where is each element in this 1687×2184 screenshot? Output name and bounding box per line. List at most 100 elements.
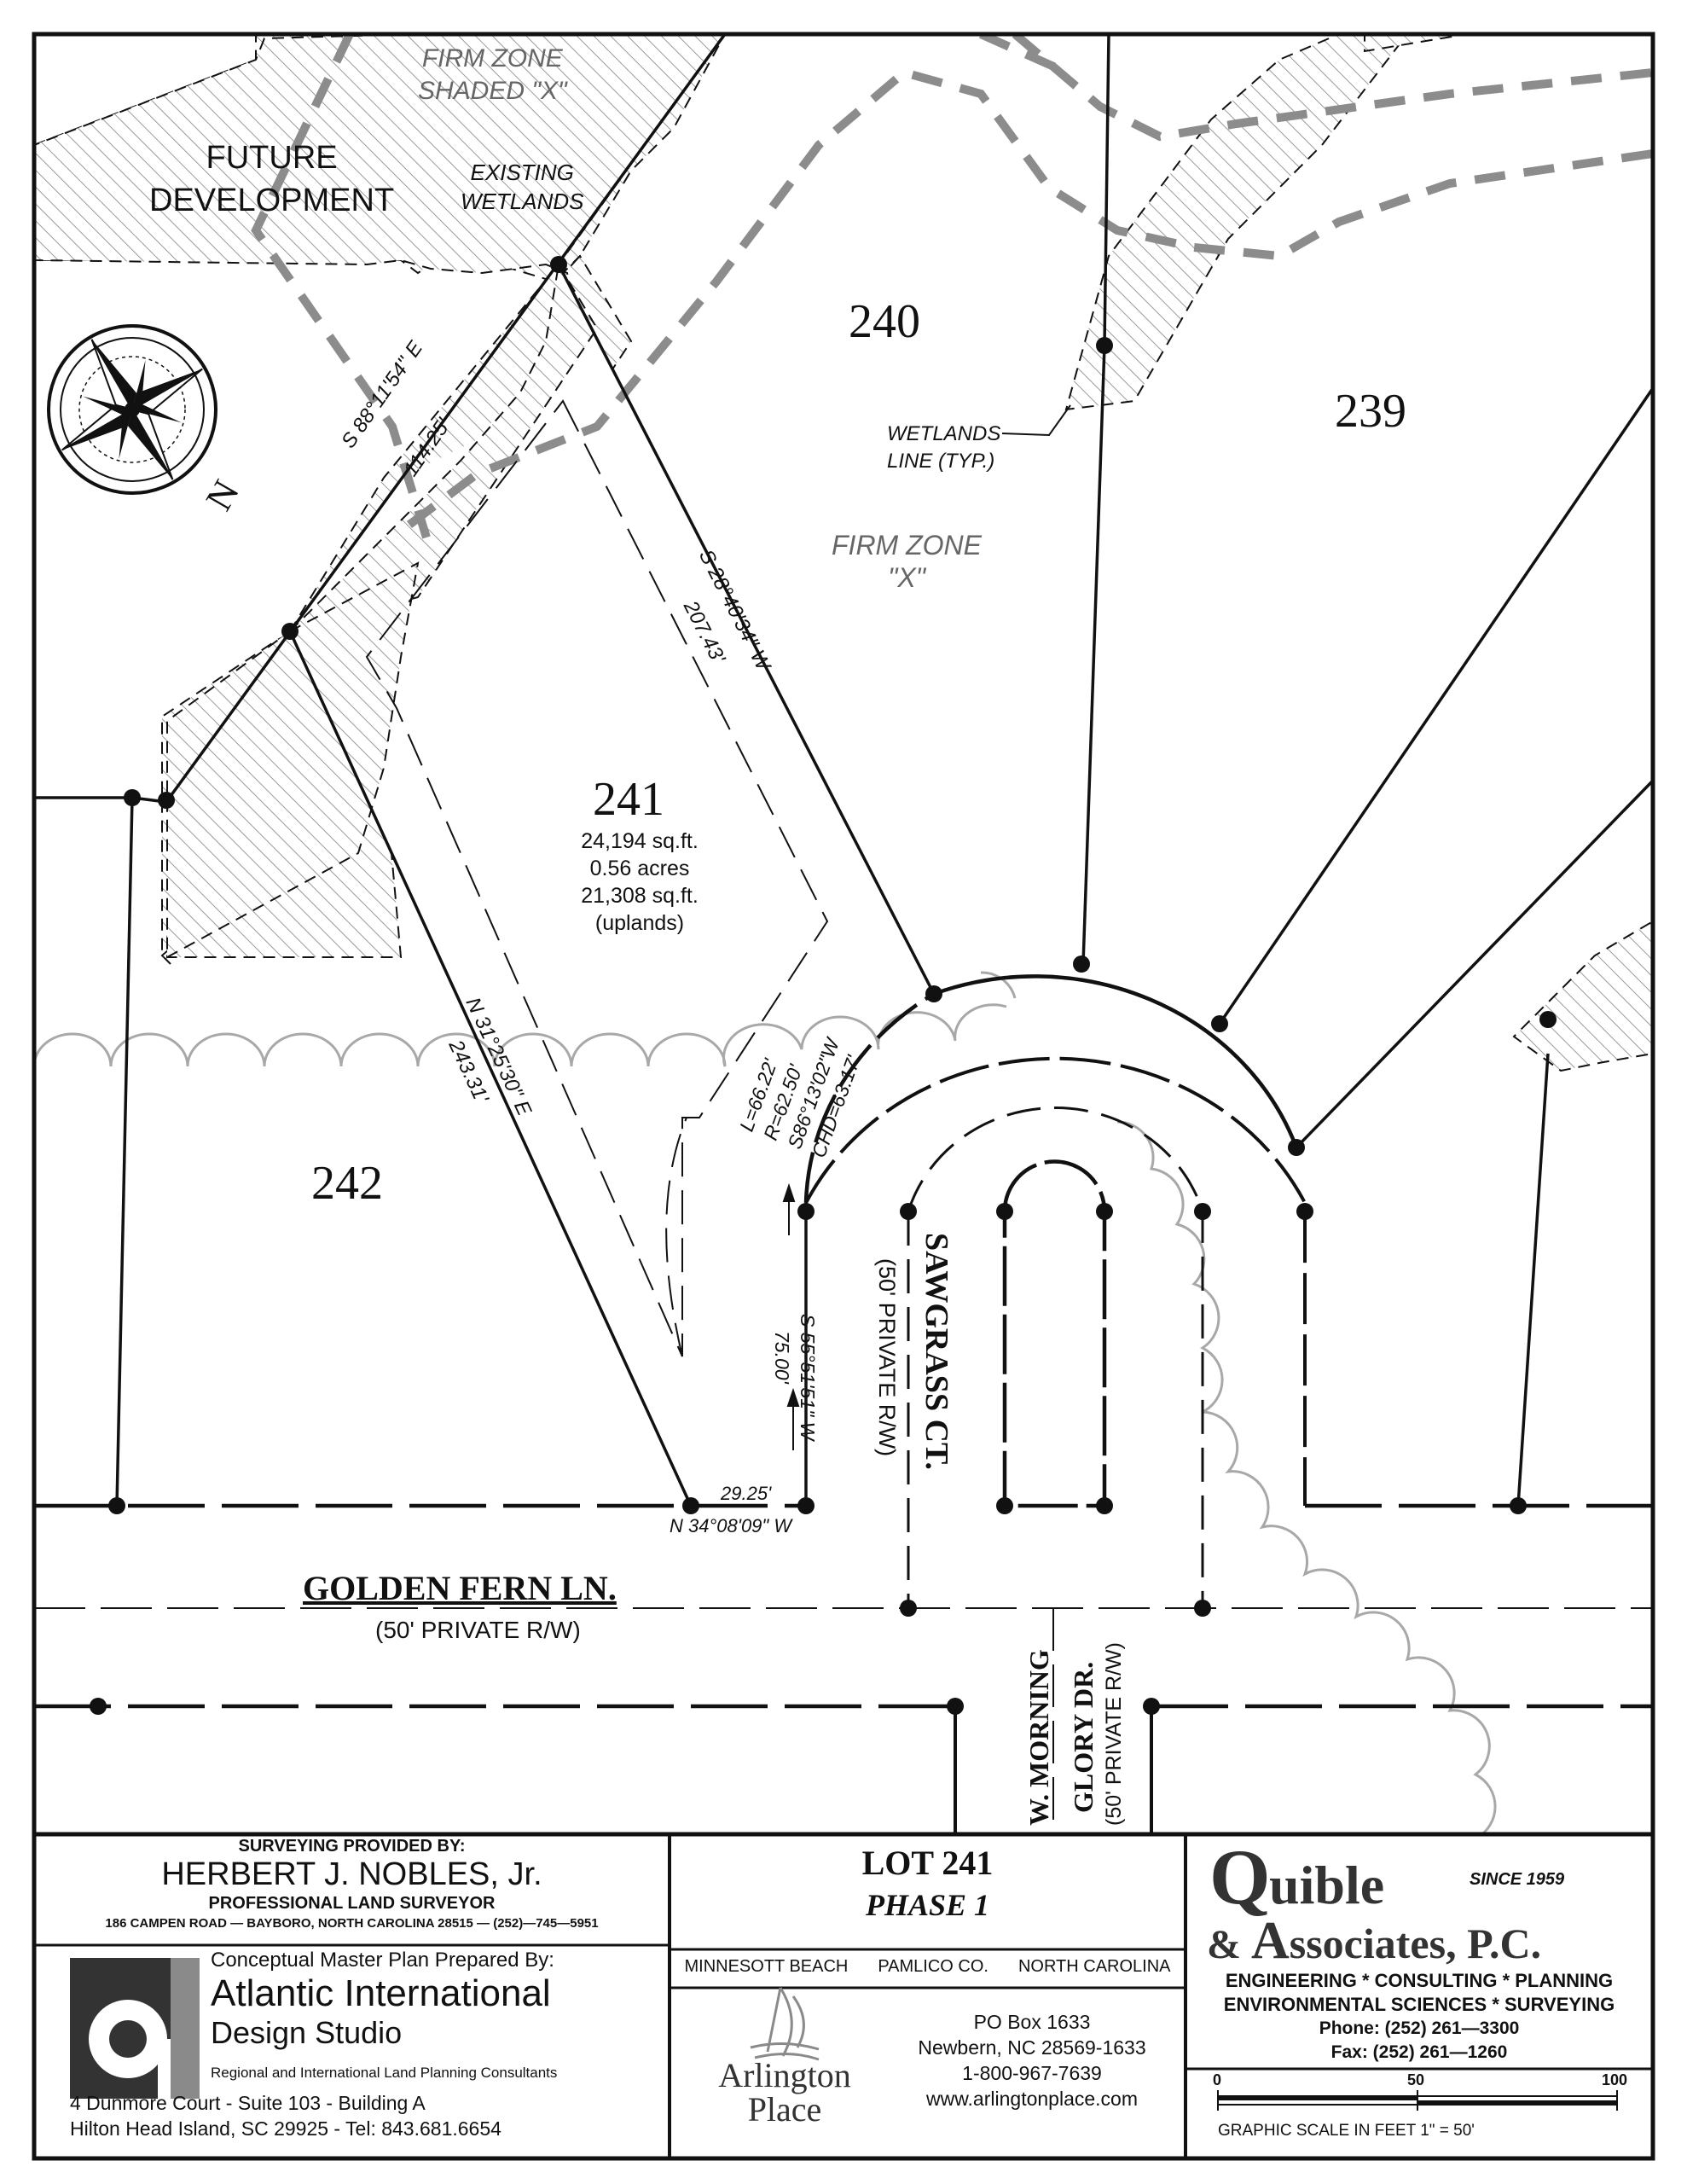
quible-since: SINCE 1959 xyxy=(1470,1870,1565,1889)
label-line: DEVELOPMENT xyxy=(149,183,395,218)
designer-name-1: Atlantic International xyxy=(211,1972,551,2014)
label-line: "X" xyxy=(887,562,926,593)
quible-services-2: ENVIRONMENTAL SCIENCES * SURVEYING xyxy=(1223,1994,1615,2015)
designer-address-1: 4 Dunmore Court - Suite 103 - Building A xyxy=(70,2092,426,2114)
morning-glory-row-lines xyxy=(954,1706,1153,1834)
area-line: (uplands) xyxy=(594,911,685,935)
distance-75: 75.00' xyxy=(771,1331,793,1384)
quible-fax: Fax: (252) 261—1260 xyxy=(1330,2042,1508,2062)
scale-caption: GRAPHIC SCALE IN FEET 1" = 50' xyxy=(1218,2122,1475,2140)
surveyor-title: PROFESSIONAL LAND SURVEYOR xyxy=(208,1894,496,1913)
label-wetlands-line: WETLANDS LINE (TYP.) xyxy=(887,421,1000,475)
street-morning-glory-1: W. MORNING xyxy=(1023,1649,1054,1826)
lot-lines xyxy=(34,34,1653,1507)
area-line: 0.56 acres xyxy=(589,857,690,880)
location-county: PAMLICO CO. xyxy=(878,1957,988,1976)
label-firm-zone-shaded: FIRM ZONE SHADED "X" xyxy=(418,43,567,107)
label-firm-zone-x: FIRM ZONE "X" xyxy=(832,529,982,594)
arlington-address-line: www.arlingtonplace.com xyxy=(925,2088,1138,2110)
lot-239-east-boundary xyxy=(1475,290,1653,981)
designer-name-2: Design Studio xyxy=(211,2015,403,2050)
street-morning-glory-2: GLORY DR. xyxy=(1068,1661,1099,1813)
building-setback-line xyxy=(365,399,829,1357)
arlington-address-line: PO Box 1633 xyxy=(973,2011,1091,2033)
label-line: WETLANDS xyxy=(887,422,1001,445)
label-line: FIRM ZONE xyxy=(832,530,982,561)
surveyor-name: HERBERT J. NOBLES, Jr. xyxy=(161,1856,542,1892)
label-line: EXISTING xyxy=(470,160,574,185)
lot-241-number: 241 xyxy=(593,773,664,826)
distance-29: 29.25' xyxy=(721,1483,772,1504)
cul-de-sac-row-arc xyxy=(933,974,1299,1148)
label-line: FIRM ZONE xyxy=(421,44,563,73)
arlington-logo: Arlington Place xyxy=(678,2059,891,2127)
location-state: NORTH CAROLINA xyxy=(1017,1957,1171,1976)
lot-location: MINNESOTT BEACH PAMLICO CO. NORTH CAROLI… xyxy=(670,1957,1186,1977)
street-golden-fern: GOLDEN FERN LN. xyxy=(303,1569,617,1607)
quible-services: ENGINEERING * CONSULTING * PLANNING ENVI… xyxy=(1186,1969,1653,2065)
graphic-scale-bar xyxy=(1217,2090,1618,2111)
wetlands-leader xyxy=(1001,404,1071,437)
golden-fern-row-lines xyxy=(34,1503,1653,1709)
designer-address-2: Hilton Head Island, SC 29925 - Tel: 843.… xyxy=(70,2117,501,2140)
lot-241-area xyxy=(290,264,934,1502)
scale-tick-100: 100 xyxy=(1602,2071,1628,2088)
quible-services-1: ENGINEERING * CONSULTING * PLANNING xyxy=(1225,1970,1614,1991)
lot-label: LOT 241 xyxy=(861,1844,994,1882)
building-setback-curve xyxy=(665,1117,687,1357)
area-line: 24,194 sq.ft. xyxy=(581,829,699,853)
lot-title: LOT 241 PHASE 1 xyxy=(670,1843,1186,1926)
surveyor-address: 186 CAMPEN ROAD — BAYBORO, NORTH CAROLIN… xyxy=(105,1916,599,1931)
street-morning-glory-row: (50' PRIVATE R/W) xyxy=(1102,1642,1126,1826)
property-corners xyxy=(90,256,1557,1715)
lot-240-number: 240 xyxy=(849,295,920,348)
arlington-address-line: 1-800-967-7639 xyxy=(962,2062,1102,2084)
surveyor-provided-by: SURVEYING PROVIDED BY: xyxy=(238,1837,466,1856)
label-existing-wetlands: EXISTING WETLANDS xyxy=(461,158,583,216)
label-future-development: FUTURE DEVELOPMENT xyxy=(149,136,394,222)
arlington-address: PO Box 1633 Newbern, NC 28569-1633 1-800… xyxy=(887,2009,1177,2111)
north-arrow-compass xyxy=(47,324,217,495)
quible-assoc-a: A xyxy=(1250,1912,1290,1970)
quible-amp: & xyxy=(1207,1922,1251,1967)
flood-scallop-line-east xyxy=(1116,1120,1497,1834)
lot-242-number: 242 xyxy=(311,1157,383,1210)
firm-zone-boundaries xyxy=(251,34,1653,539)
lot-241-area: 24,194 sq.ft. 0.56 acres 21,308 sq.ft. (… xyxy=(546,828,733,937)
label-line: SHADED "X" xyxy=(418,77,567,105)
arlington-logo-1: Arlington xyxy=(718,2056,851,2094)
sawgrass-pavement-edge xyxy=(907,1107,1204,1608)
street-sawgrass: SAWGRASS CT. xyxy=(919,1233,954,1471)
designer-block: Conceptual Master Plan Prepared By: Atla… xyxy=(34,1947,670,2158)
arlington-sail-mark xyxy=(750,1987,820,2061)
label-line: FUTURE xyxy=(206,140,338,176)
quible-logo: Q uible SINCE 1959 xyxy=(1209,1834,1653,1920)
sawgrass-island xyxy=(1002,1159,1107,1508)
quible-q: Q xyxy=(1209,1833,1271,1920)
designer-prepared-by: Conceptual Master Plan Prepared By: xyxy=(211,1949,554,1972)
scale-tick-0: 0 xyxy=(1213,2071,1222,2088)
atlantic-logo-mark xyxy=(70,1958,200,2099)
area-line: 21,308 sq.ft. xyxy=(581,884,699,908)
designer-tagline: Regional and International Land Planning… xyxy=(211,2065,558,2081)
cul-de-sac-row-west xyxy=(803,992,936,1204)
arlington-logo-2: Place xyxy=(747,2090,822,2129)
street-sawgrass-row: (50' PRIVATE R/W) xyxy=(874,1258,900,1457)
scale-tick-50: 50 xyxy=(1407,2071,1425,2088)
bearing-s55: S 55°51'51" W xyxy=(797,1314,819,1441)
cul-de-sac-row xyxy=(804,1056,1307,1506)
lot-239-number: 239 xyxy=(1335,385,1406,438)
label-line: LINE (TYP.) xyxy=(887,450,995,473)
quible-rest: uible xyxy=(1269,1855,1385,1915)
arlington-address-line: Newbern, NC 28569-1633 xyxy=(918,2036,1146,2059)
surveyor-block: SURVEYING PROVIDED BY: HERBERT J. NOBLES… xyxy=(34,1836,670,1933)
street-golden-fern-row: (50' PRIVATE R/W) xyxy=(375,1617,581,1643)
bearing-n34: N 34°08'09" W xyxy=(670,1515,792,1536)
quible-assoc-rest: ssociates, P.C. xyxy=(1289,1920,1542,1967)
phase-label: PHASE 1 xyxy=(865,1888,990,1922)
quible-phone: Phone: (252) 261—3300 xyxy=(1319,2018,1520,2038)
quible-associates: & Associates, P.C. xyxy=(1207,1911,1650,1972)
location-town: MINNESOTT BEACH xyxy=(684,1957,849,1976)
dimension-arrows xyxy=(782,1182,800,1450)
